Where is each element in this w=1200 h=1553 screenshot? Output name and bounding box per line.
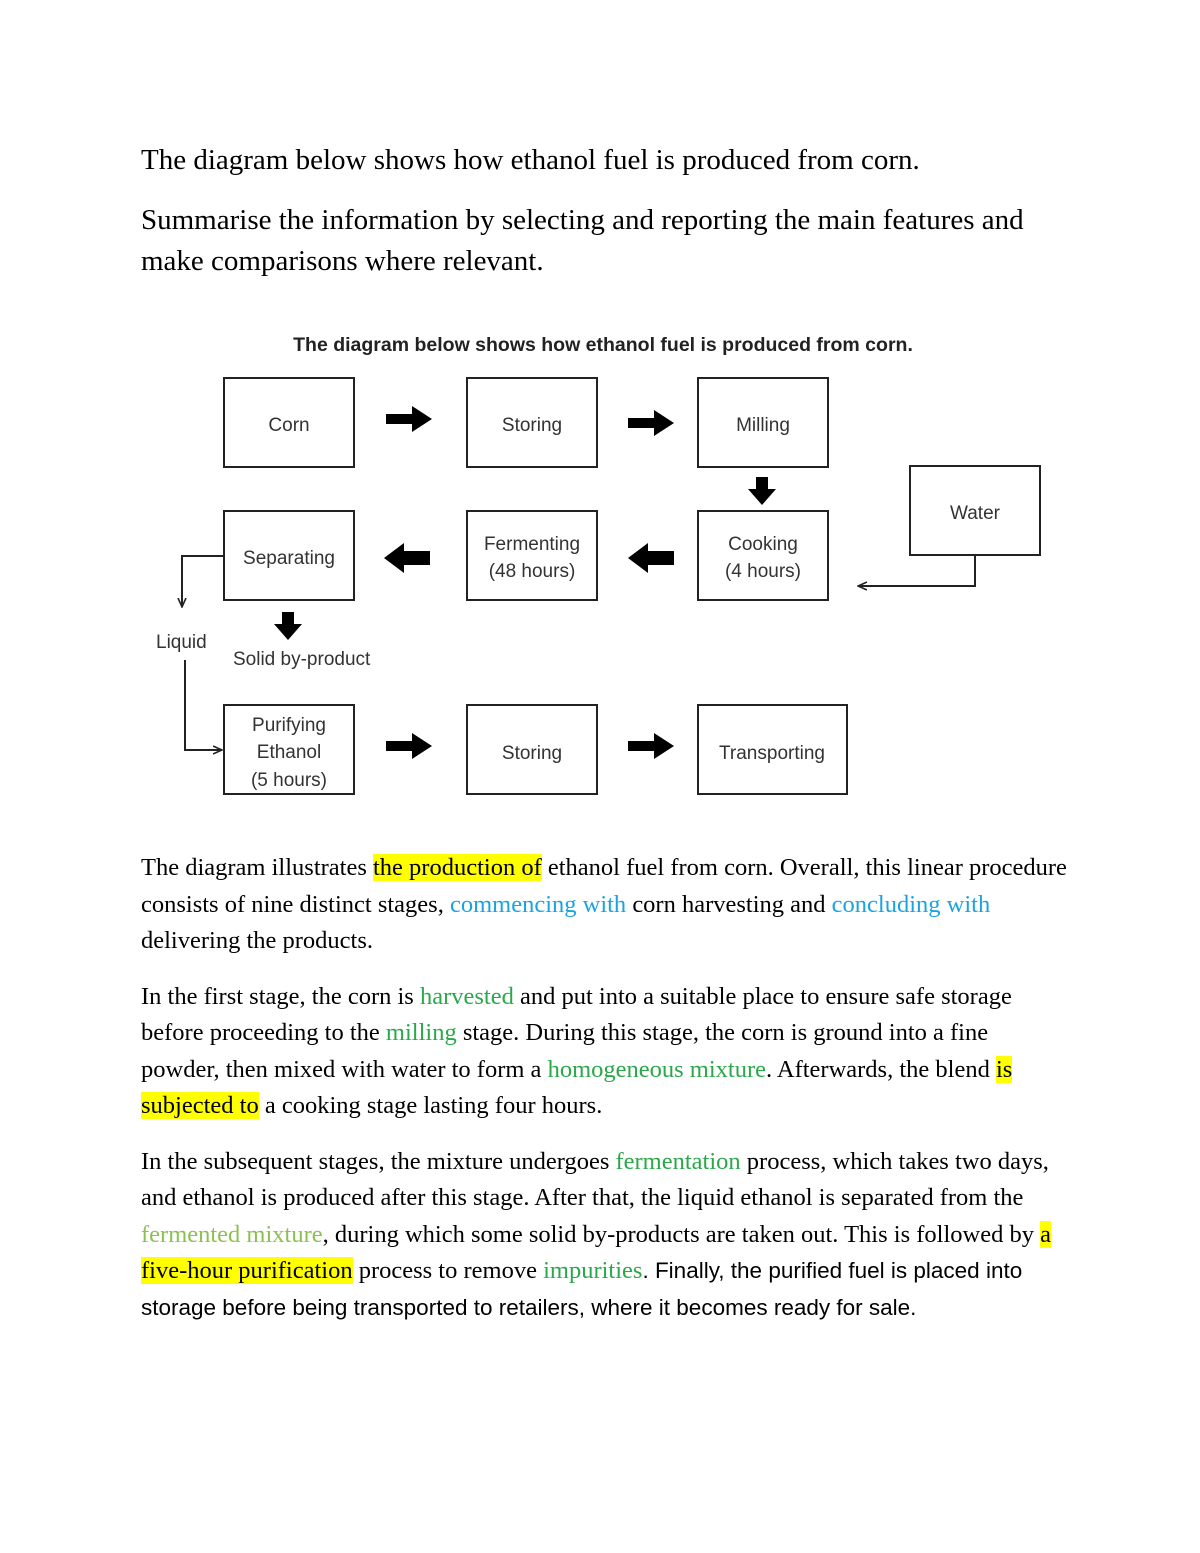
label-storing-2: Storing [502, 743, 562, 764]
box-purifying [223, 704, 355, 795]
essay-text-run: fermentation [615, 1147, 741, 1175]
box-water [909, 465, 1041, 556]
label-solid-by-product: Solid by-product [233, 649, 371, 670]
label-fermenting-2: (48 hours) [489, 561, 576, 582]
essay-text-run: stage. During this stage, the corn is gr… [141, 1019, 989, 1083]
arrow-corn-to-storing [386, 406, 432, 432]
box-separating [223, 510, 355, 601]
prompt-line-2: Summarise the information by selecting a… [141, 204, 1024, 277]
box-transporting [697, 704, 848, 795]
essay-text-run: milling [385, 1019, 457, 1046]
label-cooking-2: (4 hours) [725, 561, 801, 582]
label-milling: Milling [736, 415, 790, 436]
essay-text-run: delivering the products. [141, 927, 374, 954]
essay-text-run: impurities [543, 1257, 643, 1284]
arrow-storing-to-milling [628, 410, 674, 436]
label-purifying-3: (5 hours) [251, 770, 327, 791]
essay-text-run: concluding with [831, 890, 991, 918]
label-water: Water [950, 503, 1001, 524]
box-corn [223, 377, 355, 468]
label-liquid: Liquid [156, 632, 207, 653]
prompt-line-1: The diagram below shows how ethanol fuel… [141, 144, 920, 176]
arrow-liquid-to-purifying [184, 660, 222, 750]
arrow-cooking-to-fermenting [628, 543, 674, 573]
essay-text-run: homogeneous mixture [547, 1055, 766, 1083]
label-storing-1: Storing [502, 415, 562, 436]
essay: The diagram illustrates the production o… [141, 850, 1071, 1345]
box-milling [697, 377, 829, 468]
essay-text-run: corn harvesting and [626, 890, 832, 918]
essay-text-run: In the subsequent stages, the mixture un… [141, 1147, 616, 1175]
arrow-water-to-cooking [858, 555, 976, 586]
arrow-separating-to-solid [274, 612, 302, 640]
box-cooking [697, 510, 829, 601]
essay-text-run: The diagram illustrates [141, 854, 373, 881]
arrow-fermenting-to-separating [384, 543, 430, 573]
arrow-storing-to-transporting [628, 733, 674, 759]
box-fermenting [466, 510, 598, 601]
label-corn: Corn [268, 415, 309, 436]
label-fermenting-1: Fermenting [484, 534, 580, 555]
label-purifying-1: Purifying [252, 715, 326, 736]
box-storing-2 [466, 704, 598, 795]
essay-text-run: fermented mixture [141, 1220, 323, 1248]
diagram-title: The diagram below shows how ethanol fuel… [293, 334, 913, 356]
essay-text-run: , during which some solid by-products ar… [322, 1220, 1041, 1248]
essay-text-run: . Finally, the purified fuel is placed i… [141, 1258, 1023, 1320]
box-storing-1 [466, 377, 598, 468]
arrow-purifying-to-storing [386, 733, 432, 759]
essay-paragraph-3: In the subsequent stages, the mixture un… [141, 1144, 1071, 1327]
essay-text-run: In the first stage, the corn is [141, 982, 420, 1010]
essay-text-run: process to remove [352, 1257, 544, 1284]
label-purifying-2: Ethanol [257, 742, 321, 763]
essay-paragraph-2: In the first stage, the corn is harveste… [141, 979, 1071, 1125]
essay-text-run: . Afterwards, the blend [765, 1055, 996, 1083]
essay-text-run: a cooking stage lasting four hours. [258, 1092, 603, 1119]
essay-text-run: ethanol fuel from corn. Overall, this li… [141, 854, 1067, 918]
label-separating: Separating [243, 548, 335, 569]
process-diagram: The diagram below shows how ethanol fuel… [156, 334, 1041, 795]
arrow-milling-to-cooking [748, 477, 776, 505]
essay-text-run: the production of [373, 854, 542, 881]
essay-text-run: harvested [419, 982, 514, 1010]
essay-paragraph-1: The diagram illustrates the production o… [141, 850, 1071, 960]
essay-text-run: process, which takes two days, and ethan… [141, 1147, 1049, 1212]
label-cooking-1: Cooking [728, 534, 798, 555]
essay-text-run: commencing with [449, 890, 627, 918]
essay-text-run: and put into a suitable place to ensure … [141, 982, 1012, 1047]
label-transporting: Transporting [719, 743, 825, 764]
arrow-separating-to-liquid [182, 555, 224, 607]
